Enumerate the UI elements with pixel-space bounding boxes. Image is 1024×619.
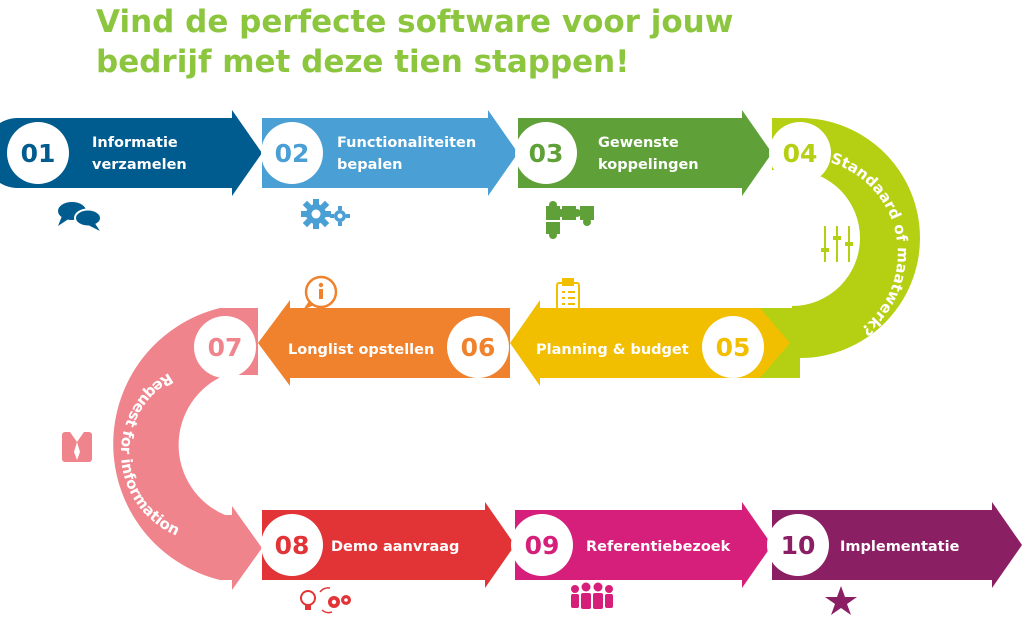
- clipboard-icon: [556, 278, 580, 312]
- step-01-badge: [7, 122, 69, 184]
- info-bubble-icon: [303, 275, 338, 310]
- step-01-arrow: 01 Informatie verzamelen: [0, 110, 262, 196]
- step-02-label-line1: Functionaliteiten: [337, 135, 476, 151]
- step-01-label-line1: Informatie: [92, 135, 178, 151]
- step-02-number: 02: [275, 139, 310, 168]
- title-line-1: Vind de perfecte software voor jouw: [96, 4, 734, 40]
- star-icon: [825, 586, 857, 615]
- sliders-icon: [821, 226, 853, 262]
- speech-bubbles-icon: [58, 202, 102, 231]
- gears-icon: [301, 199, 350, 229]
- title-line-2: bedrijf met deze tien stappen!: [96, 44, 630, 80]
- step-02-badge: [261, 122, 323, 184]
- step-09-number: 09: [525, 531, 560, 560]
- step-05-arrow: 05 Planning & budget: [510, 300, 800, 386]
- step-05-label: Planning & budget: [536, 342, 689, 358]
- step-03-arrow: 03 Gewenste koppelingen: [515, 110, 772, 196]
- step-01-label-line2: verzamelen: [92, 157, 187, 173]
- step-06-arrow: 06 Longlist opstellen: [258, 300, 510, 386]
- people-group-icon: [571, 582, 613, 609]
- step-08-label: Demo aanvraag: [331, 539, 459, 555]
- step-08-arrow: 08 Demo aanvraag: [261, 502, 515, 588]
- step-02-label-line2: bepalen: [337, 157, 403, 173]
- step-04-curve: 04 Standaard of maatwerk?: [769, 118, 920, 358]
- step-10-number: 10: [781, 531, 816, 560]
- step-09-arrow: 09 Referentiebezoek: [511, 502, 772, 588]
- step-01-number: 01: [21, 139, 56, 168]
- step-08-badge: [261, 514, 323, 576]
- puzzle-icon: [546, 201, 594, 239]
- step-07-badge: [194, 316, 256, 378]
- step-03-label-line1: Gewenste: [598, 135, 679, 151]
- step-03-badge: [515, 122, 577, 184]
- step-04-number: 04: [783, 139, 818, 168]
- step-09-label: Referentiebezoek: [586, 539, 731, 555]
- step-04-badge: [769, 122, 831, 184]
- step-02-arrow: 02 Functionaliteiten bepalen: [261, 110, 518, 196]
- step-08-number: 08: [275, 531, 310, 560]
- step-10-label: Implementatie: [840, 539, 960, 555]
- step-05-number: 05: [716, 333, 751, 362]
- step-06-label: Longlist opstellen: [288, 342, 434, 358]
- step-03-number: 03: [529, 139, 564, 168]
- step-06-badge: [447, 316, 509, 378]
- step-10-badge: [767, 514, 829, 576]
- step-07-number: 07: [208, 333, 243, 362]
- shirt-tie-icon: [62, 432, 92, 462]
- idea-gears-icon: [300, 587, 351, 614]
- step-09-badge: [511, 514, 573, 576]
- step-03-label-line2: koppelingen: [598, 157, 699, 173]
- step-07-curve: 07 Request for information: [113, 308, 262, 590]
- step-06-number: 06: [461, 333, 496, 362]
- step-10-arrow: 10 Implementatie: [767, 502, 1022, 588]
- step-05-badge: [702, 316, 764, 378]
- page-title: Vind de perfecte software voor jouw bedr…: [96, 2, 816, 82]
